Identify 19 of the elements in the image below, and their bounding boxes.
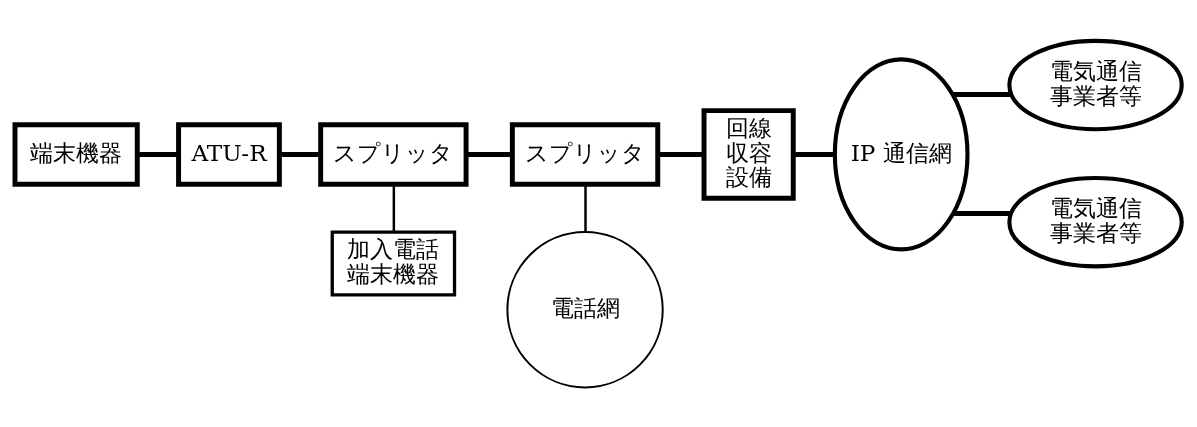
connector [658,151,704,157]
connector [584,183,587,231]
connector [466,151,513,157]
node-ellipse: 電気通信事業者等 [1007,175,1184,268]
node-ellipse: 電気通信事業者等 [1007,38,1184,131]
node-circle: 電話網 [506,230,664,388]
node-box: スプリッタ [509,121,661,187]
node-box: 回線収容設備 [701,107,796,201]
connector [793,151,835,157]
node-ellipse: IP 通信網 [832,56,970,251]
connector [392,183,396,231]
connector [279,151,321,157]
node-box: ATU-R [176,121,282,187]
node-box: 加入電話端末機器 [330,229,457,296]
connector [953,91,1012,97]
node-box: 端末機器 [12,121,140,187]
connector [953,210,1011,216]
node-box: スプリッタ [318,121,469,187]
connector [137,151,179,157]
